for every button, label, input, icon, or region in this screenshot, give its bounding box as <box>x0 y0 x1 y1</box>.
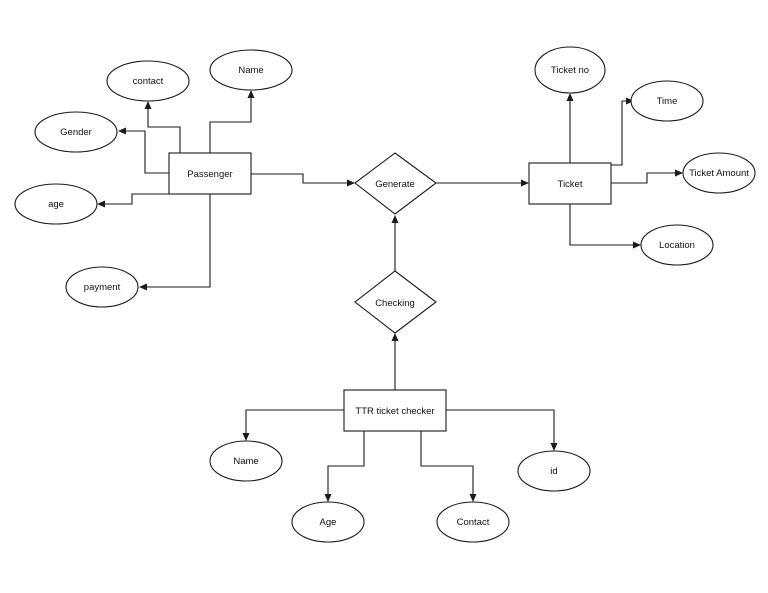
edge-passenger-age <box>104 193 169 205</box>
edge-ttr-contact <box>420 431 474 495</box>
arrow-to-passenger-name <box>247 90 255 98</box>
entity-ttr-ticket-checker: TTR ticket checker <box>343 389 447 432</box>
arrow-to-gender <box>118 127 126 135</box>
arrow-to-contact <box>144 101 152 109</box>
attribute-passenger-age: age <box>14 183 98 225</box>
edge-ttr-name <box>245 409 344 434</box>
attribute-passenger-payment: payment <box>65 266 139 308</box>
arrow-to-location <box>633 241 641 249</box>
relationship-checking: Checking <box>354 270 437 334</box>
attribute-passenger-payment-label: payment <box>84 282 121 293</box>
arrow-to-ticket-amount <box>675 169 683 177</box>
entity-ticket-label: Ticket <box>558 179 583 190</box>
attribute-ttr-contact: Contact <box>436 501 510 543</box>
attribute-ticket-time-label: Time <box>657 96 678 107</box>
attribute-ttr-name-label: Name <box>233 456 258 467</box>
attribute-passenger-contact: contact <box>106 60 190 102</box>
arrow-to-time <box>626 97 634 105</box>
attribute-ticket-amount: Ticket Amount <box>682 152 756 194</box>
attribute-ttr-contact-label: Contact <box>457 517 490 528</box>
arrow-ttr-to-checking <box>391 333 399 341</box>
attribute-ticket-location-label: Location <box>659 240 695 251</box>
attribute-ticket-location: Location <box>640 224 714 266</box>
edge-ticket-location <box>569 204 634 246</box>
edge-ttr-age <box>327 431 365 495</box>
attribute-ticket-no: Ticket no <box>534 46 606 94</box>
attribute-ticket-no-label: Ticket no <box>551 65 589 76</box>
attribute-ttr-id-label: id <box>550 466 557 477</box>
arrowheads <box>97 90 683 502</box>
edge-passenger-generate <box>251 173 347 184</box>
edge-ttr-id <box>445 409 555 444</box>
entity-passenger: Passenger <box>168 152 252 195</box>
relationship-checking-label: Checking <box>375 298 415 309</box>
relationship-generate: Generate <box>354 152 437 215</box>
attribute-ttr-age-label: Age <box>320 517 337 528</box>
attribute-passenger-gender-label: Gender <box>60 127 92 138</box>
entity-passenger-label: Passenger <box>187 169 232 180</box>
entity-ttr-label: TTR ticket checker <box>355 406 434 417</box>
arrow-to-generate <box>347 179 355 187</box>
arrow-to-ttr-id <box>550 443 558 451</box>
attribute-ticket-time: Time <box>630 80 704 122</box>
arrow-to-age <box>97 200 105 208</box>
attribute-passenger-name: Name <box>209 49 293 91</box>
attribute-passenger-name-label: Name <box>238 65 263 76</box>
arrow-checking-to-generate <box>391 215 399 223</box>
attribute-ticket-amount-label: Ticket Amount <box>689 168 749 179</box>
attribute-passenger-age-label: age <box>48 199 64 210</box>
edge-ticket-time <box>611 100 627 166</box>
entity-ticket: Ticket <box>528 162 612 205</box>
edge-passenger-contact <box>147 108 181 153</box>
edge-passenger-payment <box>146 194 211 288</box>
attribute-ttr-name: Name <box>209 440 283 482</box>
arrow-to-ttr-age <box>324 494 332 502</box>
relationship-generate-label: Generate <box>375 179 415 190</box>
arrow-to-ttr-name <box>242 433 250 441</box>
arrow-to-ttr-contact <box>469 494 477 502</box>
attribute-ttr-id: id <box>517 450 591 492</box>
edge-passenger-name <box>209 97 252 153</box>
connectors <box>104 97 676 495</box>
attribute-passenger-contact-label: contact <box>133 76 164 87</box>
arrow-to-ticket-no <box>566 93 574 101</box>
arrow-to-ticket <box>521 179 529 187</box>
edge-ticket-amount <box>611 172 676 184</box>
attribute-passenger-gender: Gender <box>34 111 118 153</box>
arrow-to-payment <box>139 283 147 291</box>
attribute-ttr-age: Age <box>291 501 365 543</box>
edge-passenger-gender <box>125 130 169 174</box>
